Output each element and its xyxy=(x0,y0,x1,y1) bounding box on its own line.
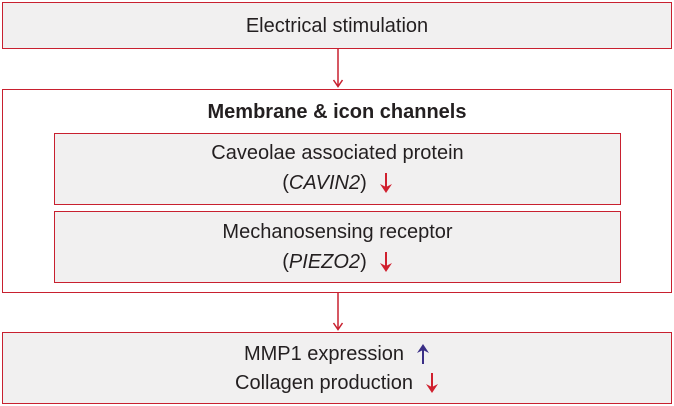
down-arrow-icon xyxy=(379,251,393,273)
caveolae-protein-box: Caveolae associated protein (CAVIN2) xyxy=(54,133,621,205)
down-arrow-icon xyxy=(379,172,393,194)
cavin2-gene: CAVIN2 xyxy=(288,172,361,194)
paren-close: ) xyxy=(360,172,367,194)
paren-open: ( xyxy=(282,251,289,273)
piezo2-gene: PIEZO2 xyxy=(288,251,361,273)
piezo2-gene-line: (PIEZO2) xyxy=(55,250,620,274)
mechanosensing-receptor-box: Mechanosensing receptor (PIEZO2) xyxy=(54,211,621,283)
paren-open: ( xyxy=(282,172,289,194)
electrical-stimulation-label: Electrical stimulation xyxy=(245,15,429,37)
mmp1-expression-label: MMP1 expression xyxy=(243,343,405,365)
membrane-channels-title: Membrane & icon channels xyxy=(207,101,467,123)
caveolae-protein-label: Caveolae associated protein xyxy=(211,142,464,164)
collagen-production-label: Collagen production xyxy=(235,372,413,394)
paren-close: ) xyxy=(360,251,367,273)
electrical-stimulation-box: Electrical stimulation xyxy=(2,2,672,49)
up-arrow-icon xyxy=(416,343,430,365)
mechanosensing-receptor-label: Mechanosensing receptor xyxy=(222,221,453,243)
down-arrow-icon xyxy=(425,372,439,394)
membrane-channels-box: Membrane & icon channels Caveolae associ… xyxy=(2,89,672,293)
cavin2-gene-line: (CAVIN2) xyxy=(55,171,620,195)
collagen-production-line: Collagen production xyxy=(3,371,671,395)
outcome-box: MMP1 expression Collagen production xyxy=(2,332,672,404)
mmp1-expression-line: MMP1 expression xyxy=(3,342,671,366)
connector-arrow-2 xyxy=(332,293,344,332)
connector-arrow-1 xyxy=(332,49,344,89)
